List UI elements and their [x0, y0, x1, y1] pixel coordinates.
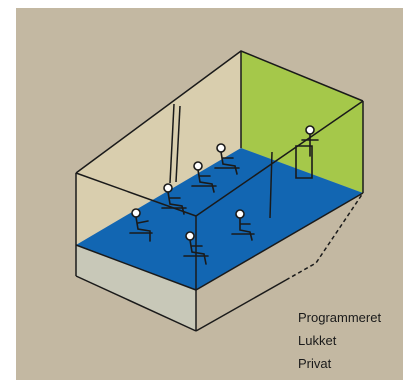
seated-person-icon [191, 161, 217, 193]
seated-person-icon [161, 183, 187, 215]
caption-block: Programmeret Lukket Privat [298, 306, 381, 375]
room-edges [75, 50, 364, 332]
front-face [76, 245, 196, 331]
standing-speaker-icon [295, 125, 319, 179]
side-wall [76, 51, 241, 245]
room-sketch [16, 8, 403, 380]
floor [76, 148, 363, 290]
sketch-panel: Programmeret Lukket Privat [16, 8, 403, 380]
seated-person-icon [214, 143, 240, 175]
caption-lukket: Lukket [298, 333, 337, 348]
seated-person-icon [231, 209, 255, 241]
seated-person-icon [129, 208, 153, 242]
seated-person-icon [183, 231, 209, 265]
caption-privat: Privat [298, 356, 332, 371]
caption-programmeret: Programmeret [298, 310, 382, 325]
